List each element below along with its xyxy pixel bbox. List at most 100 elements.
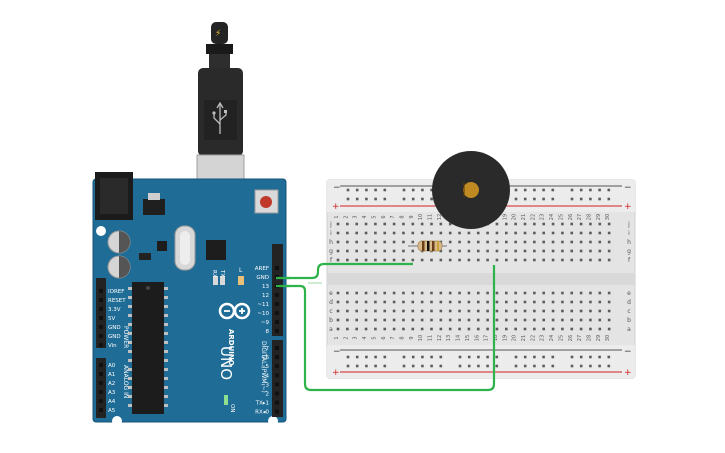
rail-hole[interactable] [346, 188, 350, 192]
breadboard-hole[interactable] [458, 291, 461, 295]
breadboard-hole[interactable] [346, 318, 349, 322]
breadboard-hole[interactable] [570, 231, 574, 235]
breadboard-hole[interactable] [551, 231, 555, 235]
breadboard-hole[interactable] [402, 291, 405, 295]
breadboard-hole[interactable] [542, 291, 545, 295]
breadboard-hole[interactable] [533, 258, 536, 262]
breadboard-hole[interactable] [420, 300, 424, 304]
breadboard-hole[interactable] [579, 318, 583, 322]
breadboard-hole[interactable] [589, 249, 592, 253]
rail-hole[interactable] [383, 197, 387, 201]
breadboard-hole[interactable] [346, 249, 349, 253]
breadboard-hole[interactable] [607, 231, 611, 235]
breadboard-hole[interactable] [561, 291, 564, 295]
breadboard-hole[interactable] [561, 249, 564, 253]
breadboard-hole[interactable] [495, 249, 499, 253]
breadboard-hole[interactable] [448, 318, 452, 322]
rail-hole[interactable] [589, 355, 592, 359]
rail-hole[interactable] [579, 355, 583, 359]
breadboard-hole[interactable] [336, 231, 340, 235]
rail-hole[interactable] [374, 355, 377, 359]
header-pin[interactable] [99, 343, 103, 347]
breadboard-hole[interactable] [561, 309, 564, 313]
rail-hole[interactable] [570, 364, 574, 368]
breadboard-hole[interactable] [476, 300, 480, 304]
breadboard-hole[interactable] [598, 258, 602, 262]
breadboard-hole[interactable] [439, 300, 443, 304]
breadboard-hole[interactable] [476, 309, 480, 313]
breadboard-hole[interactable] [392, 291, 396, 295]
breadboard-hole[interactable] [392, 240, 396, 244]
breadboard-hole[interactable] [505, 258, 508, 262]
breadboard-hole[interactable] [448, 249, 452, 253]
breadboard-hole[interactable] [476, 327, 480, 331]
rail-hole[interactable] [355, 355, 359, 359]
breadboard-hole[interactable] [607, 309, 611, 313]
rail-hole[interactable] [598, 188, 601, 192]
breadboard-hole[interactable] [523, 309, 527, 313]
breadboard-hole[interactable] [514, 240, 517, 244]
breadboard-hole[interactable] [458, 249, 461, 253]
rail-hole[interactable] [598, 364, 601, 368]
rail-hole[interactable] [579, 364, 583, 368]
breadboard-hole[interactable] [383, 249, 387, 253]
breadboard-hole[interactable] [505, 327, 508, 331]
breadboard-hole[interactable] [570, 249, 574, 253]
breadboard-hole[interactable] [392, 258, 396, 262]
breadboard-hole[interactable] [523, 222, 527, 226]
header-pin[interactable] [275, 364, 279, 369]
breadboard-hole[interactable] [570, 318, 574, 322]
breadboard-hole[interactable] [523, 240, 527, 244]
rail-hole[interactable] [365, 197, 368, 201]
breadboard-hole[interactable] [336, 222, 340, 226]
rail-hole[interactable] [458, 355, 462, 359]
rail-hole[interactable] [439, 364, 443, 368]
breadboard-hole[interactable] [448, 309, 452, 313]
rail-hole[interactable] [467, 364, 471, 368]
breadboard-hole[interactable] [346, 309, 349, 313]
breadboard[interactable]: − − + + − − + + 112233445566778899101011… [326, 179, 636, 379]
breadboard-hole[interactable] [551, 240, 555, 244]
breadboard-hole[interactable] [364, 231, 368, 235]
rail-hole[interactable] [477, 355, 480, 359]
breadboard-hole[interactable] [495, 291, 499, 295]
breadboard-hole[interactable] [383, 300, 387, 304]
rail-hole[interactable] [365, 188, 368, 192]
rail-hole[interactable] [579, 197, 583, 201]
rail-hole[interactable] [430, 197, 433, 201]
breadboard-hole[interactable] [392, 309, 396, 313]
breadboard-hole[interactable] [589, 291, 592, 295]
rail-hole[interactable] [467, 355, 471, 359]
breadboard-hole[interactable] [355, 318, 358, 322]
breadboard-hole[interactable] [374, 318, 377, 322]
breadboard-hole[interactable] [458, 309, 461, 313]
breadboard-hole[interactable] [486, 249, 489, 253]
breadboard-hole[interactable] [570, 300, 574, 304]
rail-hole[interactable] [607, 364, 611, 368]
breadboard-hole[interactable] [598, 231, 602, 235]
breadboard-hole[interactable] [533, 291, 536, 295]
rail-hole[interactable] [570, 355, 574, 359]
rail-hole[interactable] [514, 197, 518, 201]
breadboard-hole[interactable] [439, 327, 443, 331]
breadboard-hole[interactable] [448, 231, 452, 235]
rail-hole[interactable] [402, 188, 406, 192]
breadboard-hole[interactable] [579, 300, 583, 304]
header-pin[interactable] [99, 316, 103, 320]
breadboard-hole[interactable] [514, 309, 517, 313]
breadboard-hole[interactable] [383, 309, 387, 313]
breadboard-hole[interactable] [561, 231, 564, 235]
breadboard-hole[interactable] [486, 231, 489, 235]
breadboard-hole[interactable] [364, 240, 368, 244]
breadboard-hole[interactable] [467, 309, 471, 313]
breadboard-hole[interactable] [346, 327, 349, 331]
breadboard-hole[interactable] [430, 231, 433, 235]
breadboard-hole[interactable] [561, 240, 564, 244]
breadboard-hole[interactable] [467, 318, 471, 322]
rail-hole[interactable] [421, 364, 424, 368]
breadboard-hole[interactable] [346, 258, 349, 262]
breadboard-hole[interactable] [486, 240, 489, 244]
breadboard-hole[interactable] [495, 300, 499, 304]
breadboard-hole[interactable] [607, 327, 611, 331]
breadboard-hole[interactable] [523, 249, 527, 253]
